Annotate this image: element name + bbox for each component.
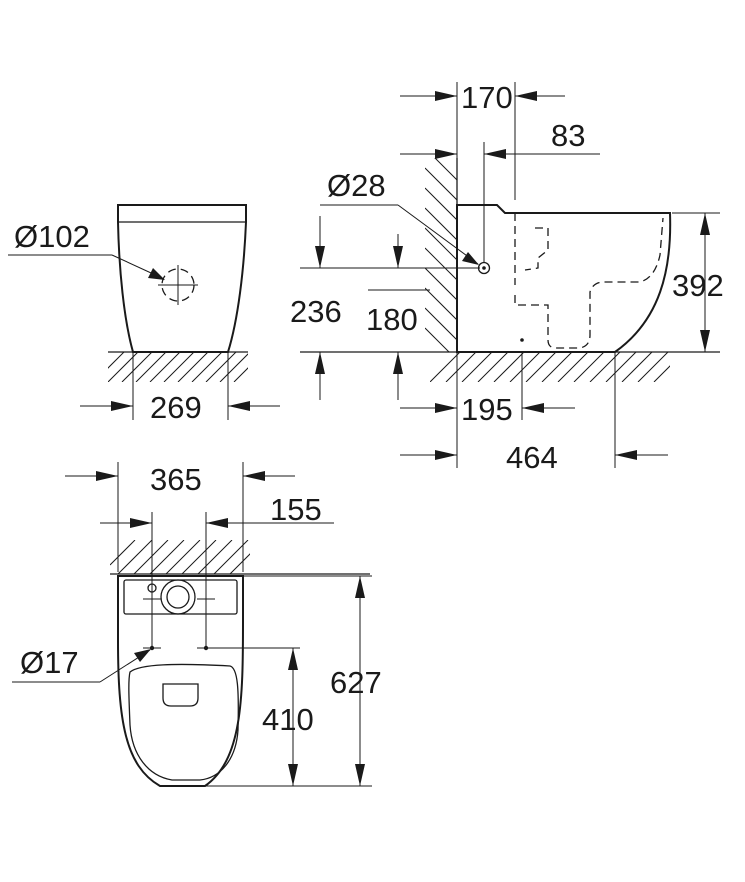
outlet-diameter-label: Ø102 — [14, 219, 90, 254]
trap-dashed — [514, 217, 664, 349]
wall-hatch-top — [110, 540, 250, 574]
outlet-ring-outer — [160, 579, 196, 615]
side-view-right: 170 83 Ø28 236 180 392 — [290, 80, 724, 475]
toilet-side-outline — [456, 204, 672, 353]
toilet-seat — [128, 663, 239, 781]
floor-hatch — [108, 352, 248, 382]
inlet-diameter-label: Ø28 — [327, 168, 386, 203]
wall-offset-label: 170 — [461, 80, 513, 115]
rear-panel — [123, 579, 238, 615]
floor-hatch-right — [430, 352, 670, 382]
inlet-offset-label: 83 — [551, 118, 585, 153]
overall-width-label: 365 — [150, 462, 202, 497]
inlet-height-b-label: 180 — [366, 302, 418, 337]
seat-hinge-cutout — [162, 683, 199, 707]
toilet-body-outline — [117, 204, 247, 353]
outlet-ring-inner — [166, 585, 190, 609]
bolt-diameter-label: Ø17 — [20, 645, 79, 680]
total-length-label: 627 — [330, 665, 382, 700]
inlet-height-a-label: 236 — [290, 294, 342, 329]
total-height-label: 392 — [672, 268, 724, 303]
wall-hatch — [425, 158, 457, 352]
bolt-to-front-label: 410 — [262, 702, 314, 737]
side-view-left: Ø102 269 — [8, 204, 280, 425]
bolt-spacing-label: 155 — [270, 492, 322, 527]
total-depth-label: 464 — [506, 440, 558, 475]
top-view: 365 155 Ø17 410 627 — [12, 462, 382, 787]
base-width-label: 269 — [150, 390, 202, 425]
outlet-distance-label: 195 — [461, 392, 513, 427]
outlet-circle — [158, 265, 198, 305]
